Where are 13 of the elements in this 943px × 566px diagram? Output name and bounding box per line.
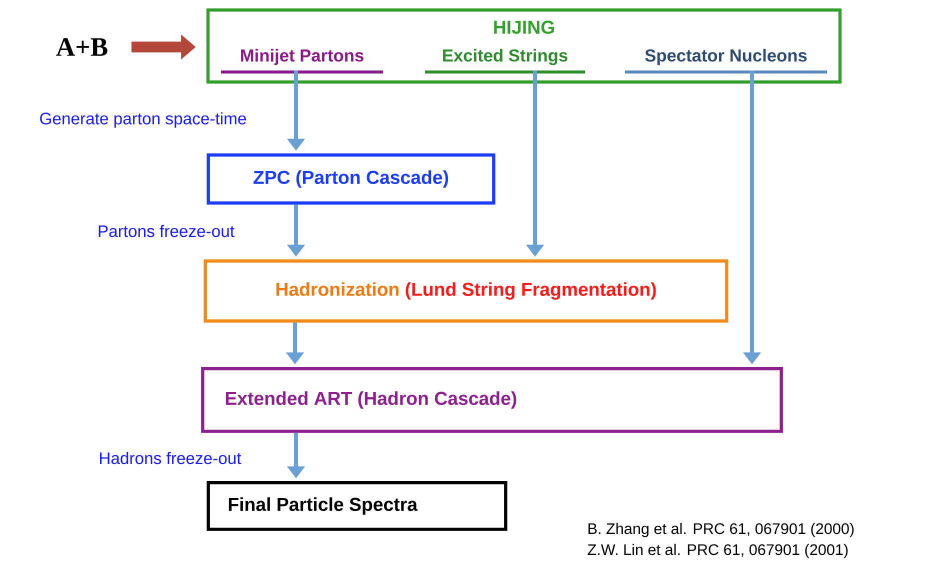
citation: Z.W. Lin et al. PRC 61, 067901 (2001)	[588, 544, 848, 558]
component-label: Spectator Nucleons	[625, 48, 827, 74]
edge-label: Generate parton space-time	[40, 112, 246, 128]
process-box: ZPC (Parton Cascade)	[206, 153, 496, 205]
process-box: Hadronization (Lund String Fragmentation)	[204, 259, 728, 323]
process-box: Extended ART (Hadron Cascade)	[201, 367, 783, 433]
edge-label: Hadrons freeze-out	[100, 452, 242, 464]
component-label: Excited Strings	[425, 48, 585, 74]
edge-label: Partons freeze-out	[98, 224, 234, 238]
component-label: Minijet Partons	[221, 48, 383, 74]
output-box: Final Particle Spectra	[206, 481, 508, 531]
citation: B. Zhang et al. PRC 61, 067901 (2000)	[588, 522, 854, 538]
input-label: A+B	[56, 38, 108, 56]
